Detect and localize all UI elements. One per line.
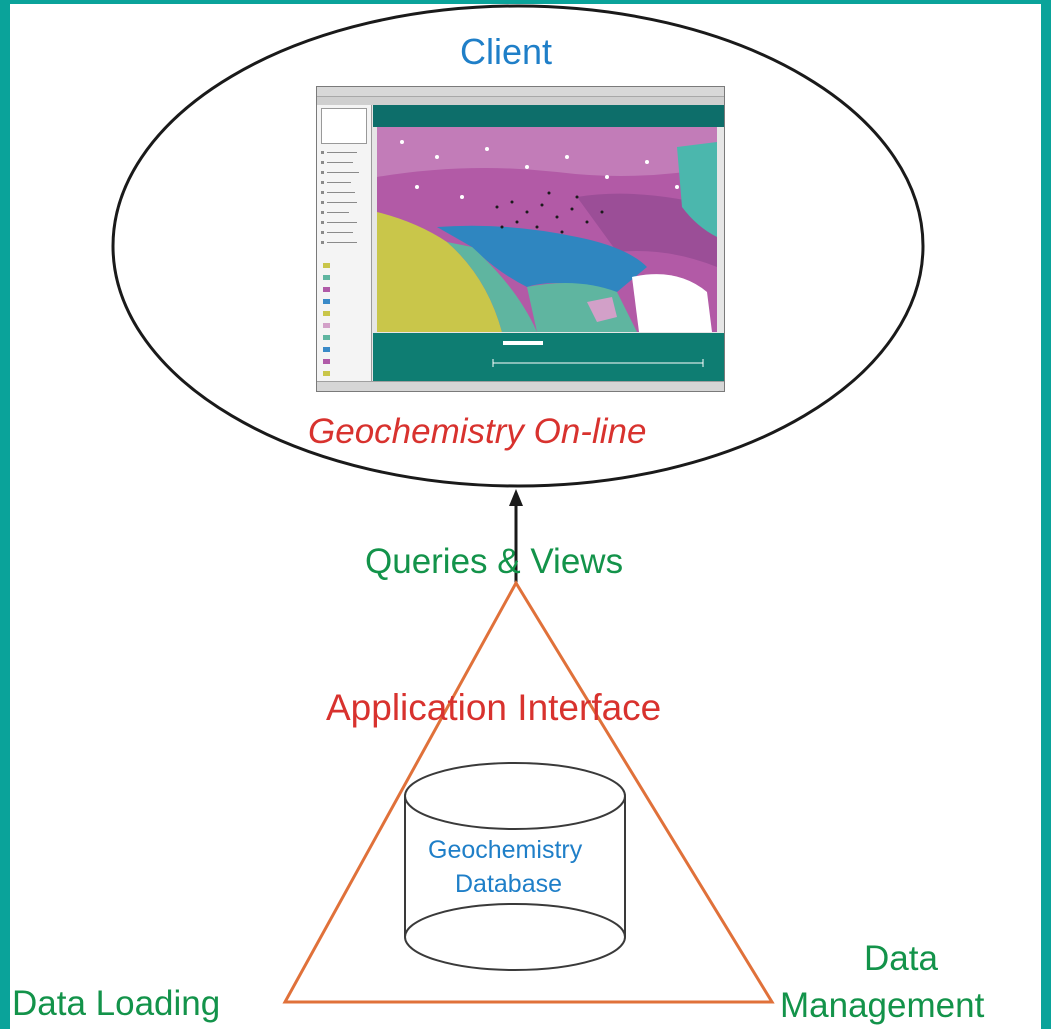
database-label-line2: Database xyxy=(455,870,563,898)
client-title: Client xyxy=(460,31,553,72)
thumb-menubar xyxy=(317,87,724,97)
client-caption: Geochemistry On-line xyxy=(308,412,647,451)
thumb-statusbar xyxy=(317,381,724,391)
thumb-scale-bar xyxy=(492,341,704,367)
application-triangle xyxy=(282,580,775,1004)
thumb-toolbar xyxy=(317,97,724,105)
thumb-overview-map xyxy=(321,108,367,144)
data-loading-label: Data Loading xyxy=(12,984,221,1023)
app-screenshot-thumbnail xyxy=(316,86,725,392)
application-interface-label: Application Interface xyxy=(326,687,662,728)
thumb-bottom-panel xyxy=(373,333,724,381)
thumb-map-header xyxy=(373,105,724,127)
database-cylinder xyxy=(404,762,626,971)
data-management-label-line1: Data xyxy=(864,939,938,978)
client-ellipse xyxy=(111,4,925,488)
queries-views-label: Queries & Views xyxy=(365,542,624,581)
thumb-sidebar xyxy=(317,105,372,381)
query-arrowhead xyxy=(509,489,523,506)
cylinder-inner-rim xyxy=(404,903,626,938)
cylinder-top xyxy=(404,762,626,830)
cylinder-body xyxy=(404,796,626,971)
data-management-label-line2: Management xyxy=(780,986,985,1025)
thumb-legend xyxy=(321,151,359,376)
thumb-geology-map xyxy=(377,127,717,332)
database-label-line1: Geochemistry xyxy=(428,836,583,864)
